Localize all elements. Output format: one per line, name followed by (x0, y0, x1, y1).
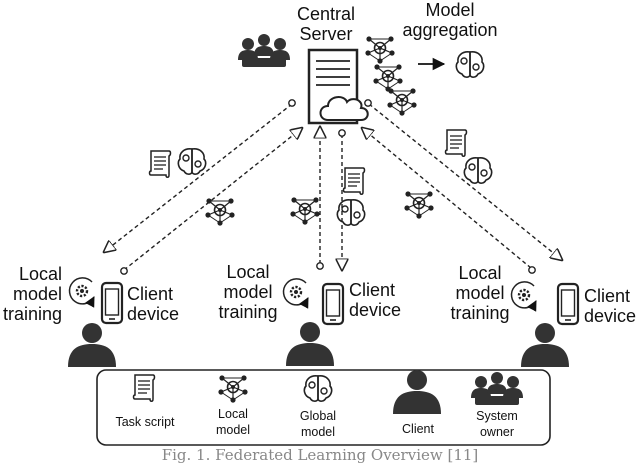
legend-client-label: Client (402, 422, 434, 436)
arrow-server-to-client-1 (104, 103, 293, 252)
phone-icon (321, 282, 345, 326)
local-model-icon (403, 190, 435, 220)
local-model-icon (204, 197, 236, 227)
arrow-origin-dot (338, 129, 346, 137)
figure-caption: Fig. 1. Federated Learning Overview [11] (161, 446, 479, 464)
client-1-training-label: Local model training (2, 264, 62, 324)
system-owner-icon (238, 34, 290, 67)
phone-icon (556, 282, 580, 326)
arrow-client-3-to-server (362, 128, 532, 269)
client-icon (521, 323, 569, 367)
training-cycle-icon (284, 279, 308, 305)
legend-task-script-icon (132, 374, 156, 402)
legend-local-model-label: Local model (215, 407, 251, 437)
cloud-icon (319, 96, 369, 121)
arrow-origin-dot (316, 262, 324, 270)
local-model-icon (289, 196, 321, 226)
global-model-icon (455, 51, 485, 78)
arrow-client-1-to-server (123, 128, 302, 271)
global-model-icon (463, 157, 493, 184)
legend-system-owner-icon (471, 372, 523, 405)
model-aggregation-label: Model aggregation (402, 0, 498, 40)
client-3-training-label: Local model training (450, 263, 510, 323)
client-1-device-label: Client device (127, 284, 180, 324)
client-1-group (68, 278, 124, 367)
legend-system-owner-label: System owner (476, 409, 518, 439)
central-server-label: Central Server (296, 4, 356, 44)
client-3-group (512, 282, 580, 367)
legend-box (96, 369, 551, 446)
arrow-origin-dot (528, 266, 536, 274)
task-script-icon (444, 129, 468, 157)
client-icon (68, 323, 116, 367)
arrow-origin-dot (288, 99, 296, 107)
arrow-origin-dot (364, 99, 372, 107)
communication-arrows (104, 99, 562, 275)
task-script-icon (148, 150, 172, 178)
legend-global-model-label: Global model (299, 409, 337, 439)
arrow-server-to-client-3 (368, 103, 562, 260)
local-models-aggregation-icon (364, 35, 418, 117)
client-icon (286, 322, 334, 366)
client-3-device-label: Client device (584, 286, 637, 326)
phone-icon (100, 281, 124, 325)
training-cycle-icon (70, 278, 94, 304)
task-script-icon (342, 167, 366, 195)
client-2-group (284, 279, 345, 366)
client-2-device-label: Client device (349, 280, 402, 320)
client-2-training-label: Local model training (218, 262, 278, 322)
global-model-icon (177, 148, 207, 175)
arrow-origin-dot (120, 267, 128, 275)
legend-task-script-label: Task script (115, 415, 175, 429)
